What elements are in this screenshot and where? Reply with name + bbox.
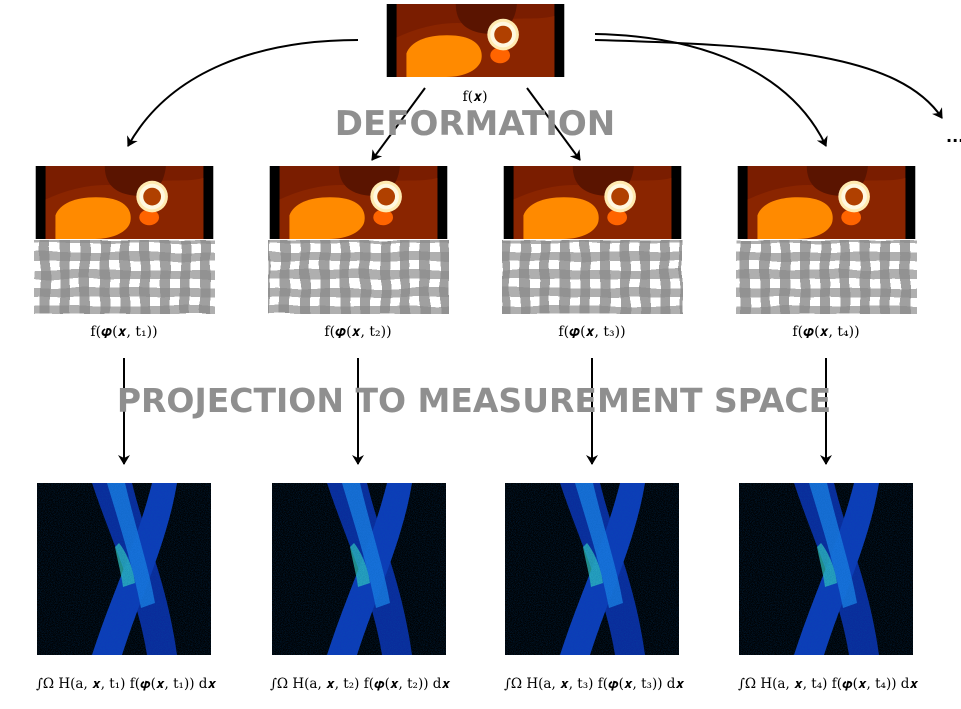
projection-caption-1: ∫Ω H(a, 𝒙, t₁) f(𝝋(𝒙, t₁)) d𝒙 <box>36 676 218 692</box>
projection-caption-2: ∫Ω H(a, 𝒙, t₂) f(𝝋(𝒙, t₂)) d𝒙 <box>270 676 452 692</box>
projection-caption-4: ∫Ω H(a, 𝒙, t₄) f(𝝋(𝒙, t₄)) d𝒙 <box>738 676 920 692</box>
projection-caption-3: ∫Ω H(a, 𝒙, t₃) f(𝝋(𝒙, t₃)) d𝒙 <box>504 676 686 692</box>
source-caption: f(𝒙) <box>462 89 487 105</box>
deformed-image-3 <box>503 166 682 239</box>
arrow-source-to-frame1 <box>127 39 359 147</box>
projection-image-1 <box>37 483 211 655</box>
deformation-grid-3 <box>502 240 683 314</box>
projection-image-4 <box>739 483 913 655</box>
frame-4: f(𝝋(𝒙, t₄)) ∫Ω H(a, 𝒙, t₄) f(𝝋(𝒙, t₄)) d… <box>736 166 919 692</box>
arrow-source-to-frame4 <box>594 33 828 147</box>
projection-image-3 <box>505 483 679 655</box>
deformation-label: DEFORMATION <box>335 104 615 144</box>
frame-3: f(𝝋(𝒙, t₃)) ∫Ω H(a, 𝒙, t₃) f(𝝋(𝒙, t₃)) d… <box>502 166 685 692</box>
arrow-source-to-frame2 <box>371 87 426 161</box>
frame-2: f(𝝋(𝒙, t₂)) ∫Ω H(a, 𝒙, t₂) f(𝝋(𝒙, t₂)) d… <box>268 166 451 692</box>
deformed-image-1 <box>35 166 214 239</box>
arrow-source-to-frame3 <box>526 87 581 161</box>
deformed-image-4 <box>737 166 916 239</box>
projection-image-2 <box>272 483 446 655</box>
deformation-grid-4 <box>736 240 917 314</box>
projection-label: PROJECTION TO MEASUREMENT SPACE <box>117 381 831 420</box>
deformation-grid-2 <box>268 240 449 314</box>
frame-1: f(𝝋(𝒙, t₁)) ∫Ω H(a, 𝒙, t₁) f(𝝋(𝒙, t₁)) d… <box>34 166 217 692</box>
deformation-grid-1 <box>34 240 215 314</box>
deformed-caption-2: f(𝝋(𝒙, t₂)) <box>324 324 391 340</box>
deformed-image-2 <box>269 166 448 239</box>
more-frames-ellipsis: ... <box>946 127 961 146</box>
deformed-caption-3: f(𝝋(𝒙, t₃)) <box>558 324 625 340</box>
deformed-caption-4: f(𝝋(𝒙, t₄)) <box>792 324 859 340</box>
deformed-caption-1: f(𝝋(𝒙, t₁)) <box>90 324 157 340</box>
arrow-source-to-more <box>594 39 943 119</box>
source-image <box>386 4 565 77</box>
